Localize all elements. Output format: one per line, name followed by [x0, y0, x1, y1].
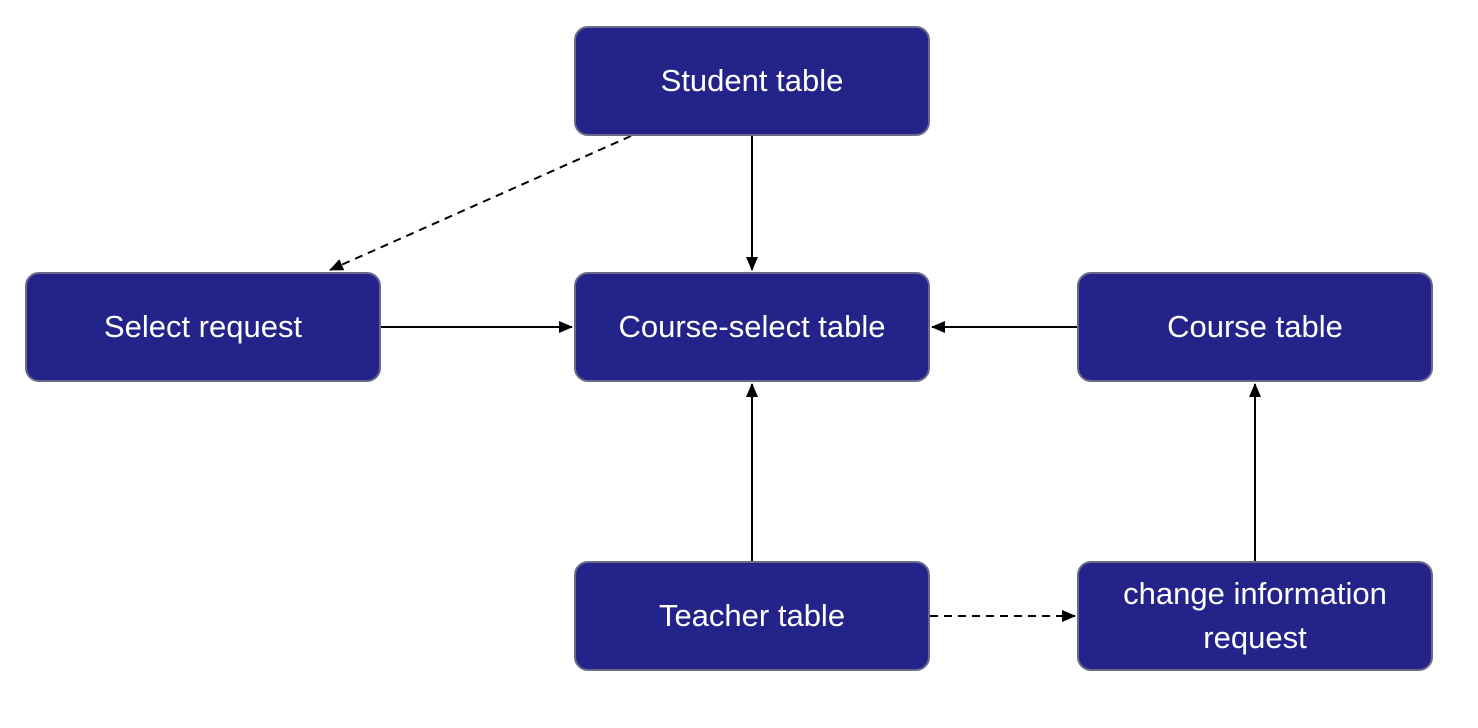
node-teacher-table: Teacher table	[574, 561, 930, 671]
node-select-request: Select request	[25, 272, 381, 382]
node-student-table: Student table	[574, 26, 930, 136]
node-course-table: Course table	[1077, 272, 1433, 382]
node-course-select-table: Course-select table	[574, 272, 930, 382]
node-label: change information request	[1123, 576, 1387, 655]
node-label: Student table	[660, 63, 844, 98]
node-label: Select request	[103, 309, 303, 344]
node-label: Course-select table	[618, 309, 886, 344]
node-label: Teacher table	[658, 598, 846, 633]
node-change-information-request: change information request	[1077, 561, 1433, 671]
edge-student-to-select-request	[329, 135, 632, 271]
node-label: Course table	[1167, 309, 1343, 344]
